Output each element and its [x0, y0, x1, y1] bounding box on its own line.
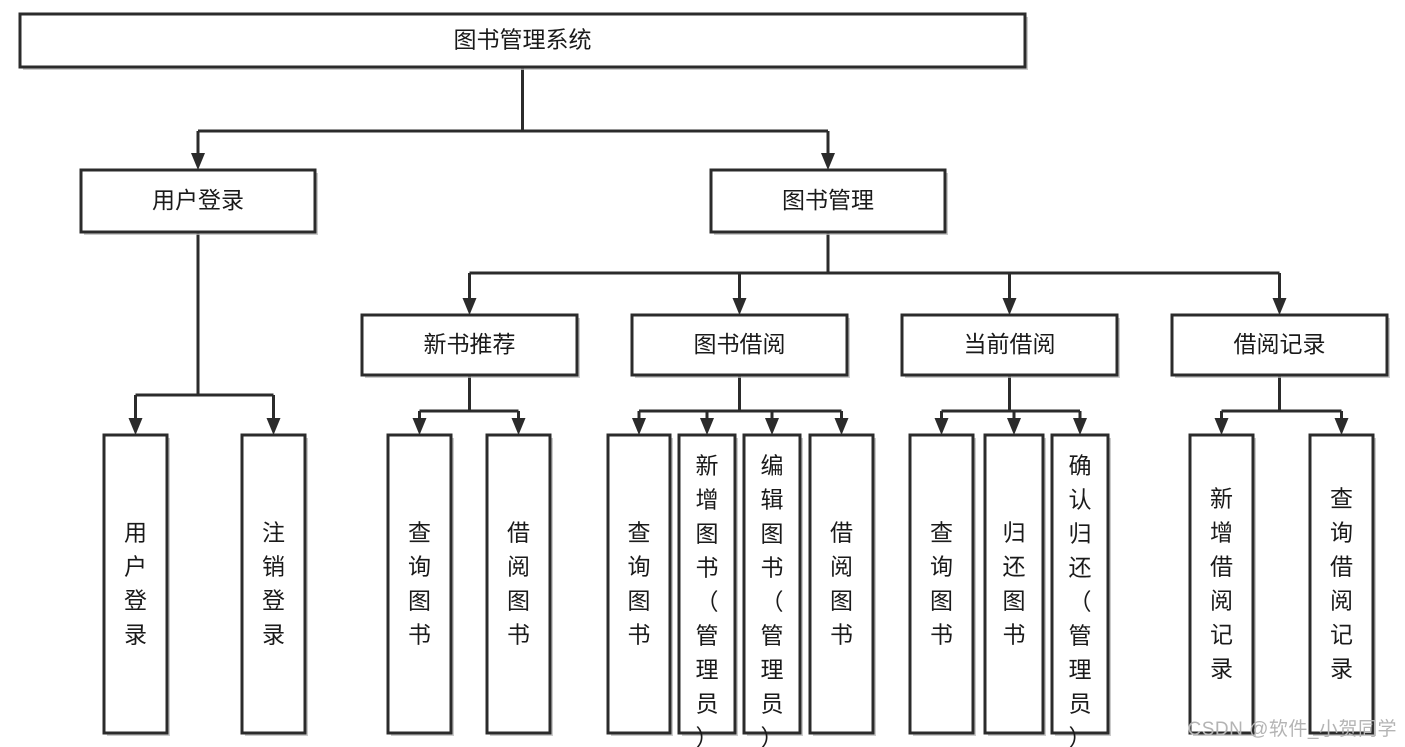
node-label: 查询借阅记录: [1330, 485, 1353, 681]
arrowhead-icon: [1272, 298, 1287, 315]
arrowhead-icon: [732, 298, 747, 315]
node-leaf-query-book-2[interactable]: 查询图书: [606, 433, 673, 736]
node-label: 图书管理: [782, 187, 874, 213]
node-label: 用户登录: [124, 519, 147, 647]
node-leaf-return-book[interactable]: 归还图书: [983, 433, 1046, 736]
node-label: 图书管理系统: [454, 27, 592, 53]
node-label: 当前借阅: [964, 331, 1056, 357]
arrowhead-icon: [191, 153, 205, 170]
arrowhead-icon: [412, 418, 427, 435]
node-boxes: 图书管理系统用户登录图书管理新书推荐图书借阅当前借阅借阅记录用户登录注销登录查询…: [18, 12, 1390, 747]
node-label: 确认归还（管理员）: [1069, 452, 1092, 747]
arrowhead-icon: [266, 418, 281, 435]
node-leaf-edit-book-admin[interactable]: 编辑图书（管理员）: [742, 433, 803, 747]
connector-lines: [128, 67, 1349, 435]
node-label: 新增图书（管理员）: [696, 452, 719, 747]
node-label: 归还图书: [1003, 519, 1026, 647]
node-label: 新书推荐: [424, 331, 516, 357]
node-label: 新增借阅记录: [1210, 485, 1233, 681]
arrowhead-icon: [934, 418, 949, 435]
node-label: 查询图书: [930, 519, 953, 647]
node-leaf-add-book-admin[interactable]: 新增图书（管理员）: [677, 433, 738, 747]
arrowhead-icon: [1002, 298, 1017, 315]
node-borrow-record[interactable]: 借阅记录: [1170, 313, 1390, 378]
node-leaf-query-book-1[interactable]: 查询图书: [386, 433, 454, 736]
arrowhead-icon: [1214, 418, 1229, 435]
node-leaf-logout[interactable]: 注销登录: [240, 433, 308, 736]
arrowhead-icon: [1007, 418, 1021, 435]
node-leaf-query-borrow-record[interactable]: 查询借阅记录: [1308, 433, 1376, 736]
node-leaf-user-login[interactable]: 用户登录: [102, 433, 170, 736]
node-label: 借阅图书: [507, 519, 530, 647]
node-user-login[interactable]: 用户登录: [79, 168, 318, 235]
arrowhead-icon: [462, 298, 477, 315]
node-label: 用户登录: [152, 187, 244, 213]
node-book-borrow[interactable]: 图书借阅: [630, 313, 850, 378]
node-book-manage[interactable]: 图书管理: [709, 168, 948, 235]
node-leaf-query-book-3[interactable]: 查询图书: [908, 433, 976, 736]
node-label: 查询图书: [628, 519, 651, 647]
node-label: 借阅图书: [830, 519, 853, 647]
node-label: 注销登录: [262, 519, 285, 647]
arrowhead-icon: [128, 418, 143, 435]
node-current-borrow[interactable]: 当前借阅: [900, 313, 1120, 378]
node-leaf-borrow-book-2[interactable]: 借阅图书: [808, 433, 876, 736]
arrowhead-icon: [834, 418, 849, 435]
node-leaf-confirm-return-admin[interactable]: 确认归还（管理员）: [1050, 433, 1111, 747]
node-leaf-borrow-book-1[interactable]: 借阅图书: [485, 433, 553, 736]
arrowhead-icon: [765, 418, 779, 435]
arrowhead-icon: [632, 418, 646, 435]
arrowhead-icon: [511, 418, 526, 435]
node-label: 查询图书: [408, 519, 431, 647]
node-label: 图书借阅: [694, 331, 786, 357]
node-root[interactable]: 图书管理系统: [18, 12, 1028, 70]
node-leaf-add-borrow-record[interactable]: 新增借阅记录: [1188, 433, 1256, 736]
arrowhead-icon: [821, 153, 835, 170]
arrowhead-icon: [700, 418, 714, 435]
node-label: 借阅记录: [1234, 331, 1326, 357]
arrowhead-icon: [1334, 418, 1349, 435]
node-new-book-recommend[interactable]: 新书推荐: [360, 313, 580, 378]
node-label: 编辑图书（管理员）: [761, 452, 784, 747]
arrowhead-icon: [1073, 418, 1087, 435]
